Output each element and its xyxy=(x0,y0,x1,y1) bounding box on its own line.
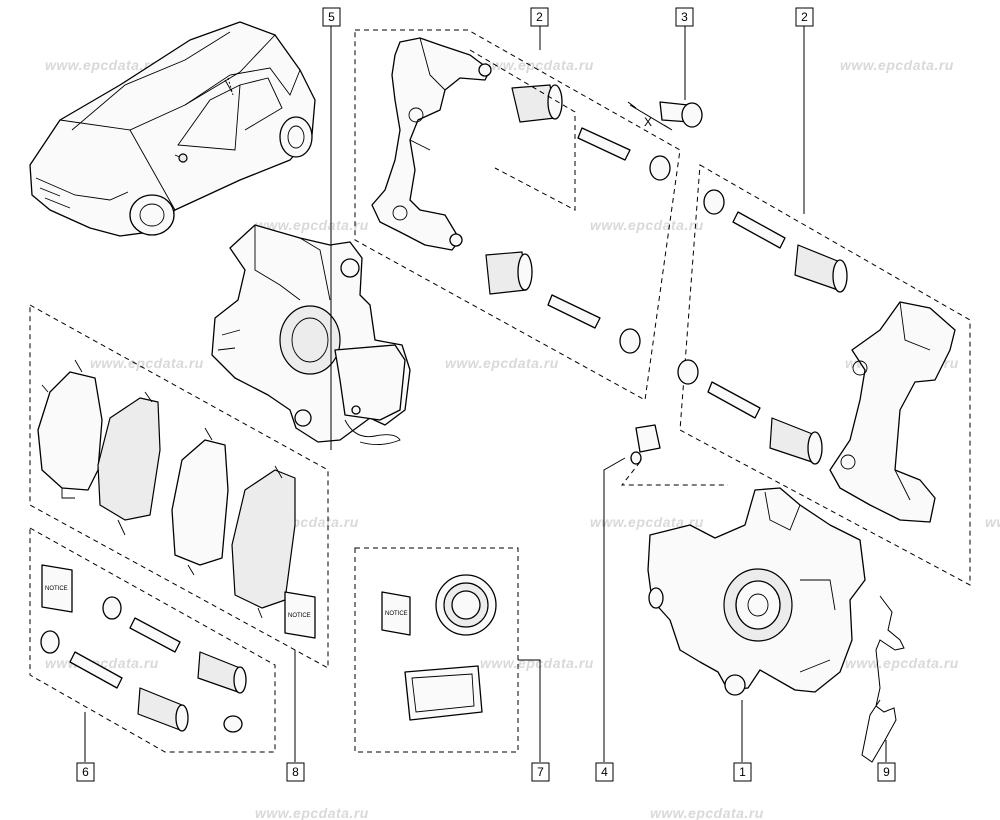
notice-booklet: NOTICE xyxy=(41,564,73,613)
callout-2-right: 2 xyxy=(795,7,814,27)
watermark: www.epcdata.ru xyxy=(445,355,559,371)
svg-text:1: 1 xyxy=(739,765,746,779)
callout-5: 5 xyxy=(322,7,341,27)
leader-lines xyxy=(84,25,887,762)
callout-1: 1 xyxy=(733,762,752,782)
carrier-bracket-group-right xyxy=(677,164,971,586)
callout-4: 4 xyxy=(595,762,614,782)
callout-8: 8 xyxy=(286,762,305,782)
watermark: www.epcdata.ru xyxy=(480,57,594,73)
svg-text:6: 6 xyxy=(82,765,89,779)
watermark: www.epcdata.ru xyxy=(985,514,1000,530)
callout-7: 7 xyxy=(531,762,550,782)
guide-pin-kit xyxy=(29,527,276,753)
watermark: www.epcdata.ru xyxy=(90,355,204,371)
bleeder-screw xyxy=(620,424,728,486)
svg-text:NOTICE: NOTICE xyxy=(385,611,408,617)
brake-caliper-assembly xyxy=(211,224,411,445)
svg-text:9: 9 xyxy=(883,765,890,779)
svg-text:NOTICE: NOTICE xyxy=(288,613,311,619)
callout-2: 2 xyxy=(530,7,549,27)
brake-pad-set: NOTICE NOTICE xyxy=(29,304,329,669)
watermark: www.epcdata.ru xyxy=(480,655,594,671)
svg-text:2: 2 xyxy=(536,10,543,24)
watermark: www.epcdata.ru xyxy=(650,805,764,820)
callout-9: 9 xyxy=(877,762,896,782)
svg-text:NOTICE: NOTICE xyxy=(45,586,68,592)
watermark: www.epcdata.ru xyxy=(590,217,704,233)
svg-text:7: 7 xyxy=(537,765,544,779)
retaining-spring xyxy=(861,595,905,763)
watermark: www.epcdata.ru xyxy=(45,57,159,73)
svg-text:3: 3 xyxy=(681,10,688,24)
guide-bolt: X xyxy=(627,101,703,131)
svg-text:4: 4 xyxy=(601,765,608,779)
watermark: www.epcdata.ru xyxy=(255,805,369,820)
svg-text:8: 8 xyxy=(292,765,299,779)
caliper-body xyxy=(647,487,866,696)
svg-text:2: 2 xyxy=(801,10,808,24)
watermark: www.epcdata.ru xyxy=(590,514,704,530)
callout-3: 3 xyxy=(675,7,694,27)
notice-booklet: NOTICE xyxy=(284,591,316,639)
carrier-bracket-group xyxy=(354,29,681,401)
notice-booklet: NOTICE xyxy=(381,591,411,636)
car-illustration xyxy=(29,21,316,237)
watermark: www.epcdata.ru xyxy=(255,217,369,233)
dimension-label: X xyxy=(644,115,652,129)
callout-6: 6 xyxy=(76,762,95,782)
svg-text:5: 5 xyxy=(328,10,335,24)
watermark: www.epcdata.ru xyxy=(845,655,959,671)
seal-kit: NOTICE xyxy=(354,547,519,753)
watermark: www.epcdata.ru xyxy=(840,57,954,73)
